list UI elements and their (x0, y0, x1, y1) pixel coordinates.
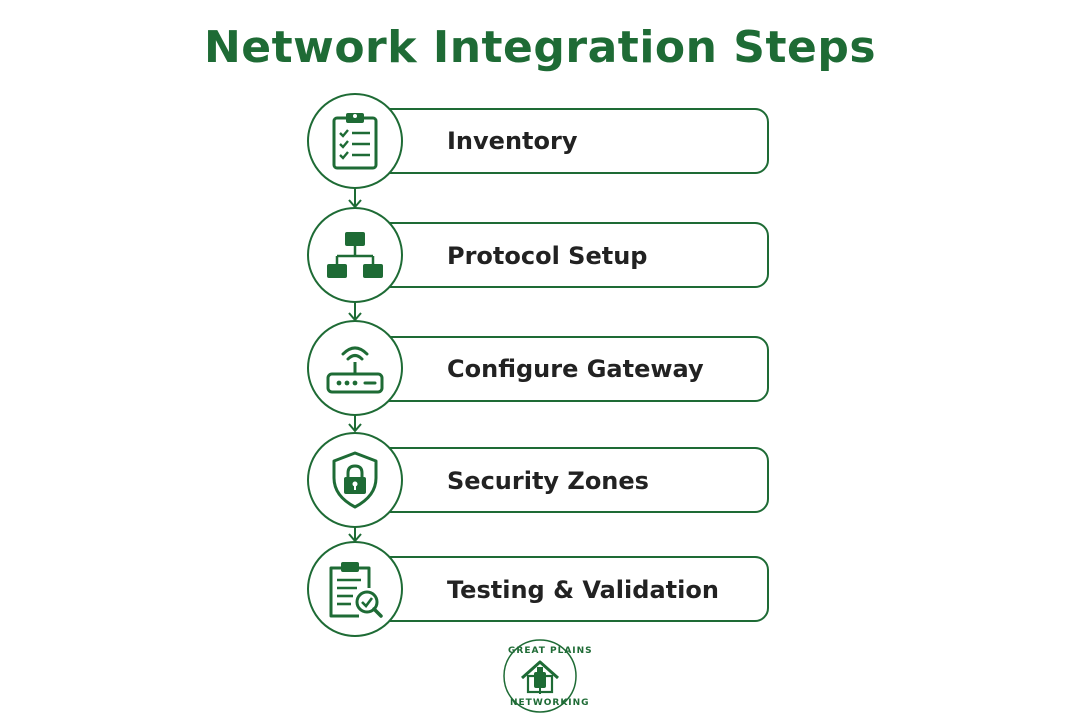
step-box-testing-validation (355, 556, 769, 622)
page-title: Network Integration Steps (203, 22, 877, 73)
step-icon-circle (307, 320, 403, 416)
logo-badge-icon (503, 639, 577, 713)
step-box-configure-gateway (355, 336, 769, 402)
logo-bottom-text: NETWORKING (510, 698, 590, 708)
step-icon-circle (307, 541, 403, 637)
step-icon-circle (307, 207, 403, 303)
step-box-security-zones (355, 447, 769, 513)
step-icon-circle (307, 93, 403, 189)
great-plains-networking-logo: GREAT PLAINS NETWORKING (500, 636, 592, 716)
step-label: Testing & Validation (447, 576, 719, 604)
shield-lock-icon (332, 451, 378, 509)
step-box-protocol-setup (355, 222, 769, 288)
wifi-router-icon (326, 346, 384, 394)
step-icon-circle (307, 432, 403, 528)
clipboard-check-magnifier-icon (329, 562, 383, 618)
logo-top-text: GREAT PLAINS (508, 646, 593, 656)
step-label: Security Zones (447, 467, 649, 495)
clipboard-checklist-icon (332, 113, 378, 170)
step-box-inventory (355, 108, 769, 174)
step-label: Protocol Setup (447, 242, 648, 270)
step-label: Configure Gateway (447, 355, 704, 383)
network-hierarchy-icon (327, 232, 383, 278)
step-label: Inventory (447, 127, 578, 155)
